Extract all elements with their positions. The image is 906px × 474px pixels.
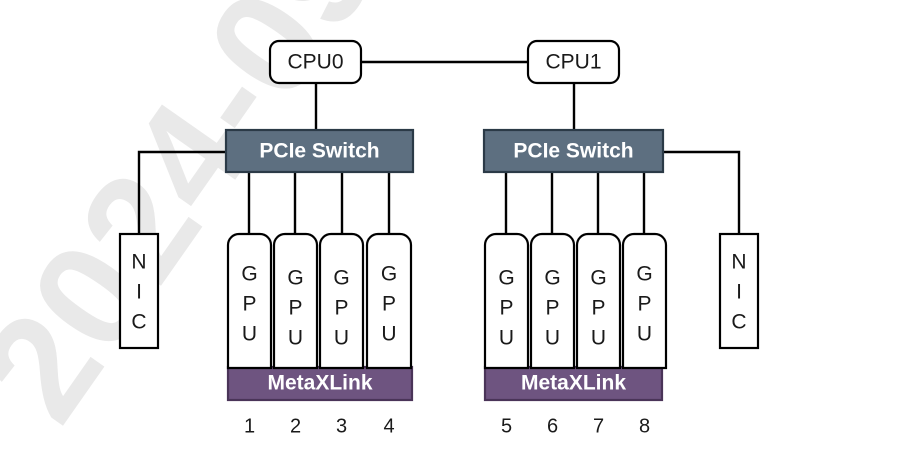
gpu-3-box[interactable]: [318, 232, 365, 370]
node-switch-left[interactable]: PCIe Switch: [224, 128, 415, 174]
gpu-5-index: 5: [501, 415, 512, 437]
metaxlink-right-label: MetaXLink: [521, 372, 626, 395]
gpu-8-box[interactable]: [621, 232, 668, 370]
gpu-2-index: 2: [290, 415, 301, 437]
metaxlink-right-box[interactable]: [483, 365, 664, 402]
node-switch-right[interactable]: PCIe Switch: [482, 128, 665, 174]
edge-switch-left-nic-left: [137, 150, 226, 234]
cpu1-label: CPU1: [545, 51, 601, 74]
node-gpu-4[interactable]: G P U 4: [365, 232, 413, 437]
cpu0-box[interactable]: [268, 39, 363, 85]
switch-left-box[interactable]: [224, 128, 415, 174]
node-cpu0[interactable]: CPU0: [268, 39, 363, 85]
gpu-1-letter-p: P: [242, 293, 256, 316]
node-metaxlink-right[interactable]: MetaXLink: [483, 365, 664, 402]
gpu-5-letter-g: G: [498, 267, 514, 290]
gpu-5-letter-u: U: [499, 327, 514, 350]
edge-switch-right-nic-right: [663, 150, 741, 234]
nic-right-letter-n: N: [731, 251, 746, 274]
gpu-4-box[interactable]: [365, 232, 413, 370]
gpu-7-box[interactable]: [575, 232, 622, 370]
node-nic-left[interactable]: N I C: [118, 232, 160, 350]
cpu1-box[interactable]: [526, 39, 621, 85]
nic-right-letter-i: I: [736, 281, 742, 304]
nic-left-letter-c: C: [131, 311, 146, 334]
nic-right-letter-c: C: [731, 311, 746, 334]
gpu-2-box[interactable]: [272, 232, 319, 370]
gpu-8-index: 8: [639, 415, 650, 437]
gpu-7-index: 7: [593, 415, 604, 437]
nic-right-box[interactable]: [718, 232, 760, 350]
gpu-6-letter-p: P: [545, 297, 559, 320]
gpu-1-index: 1: [244, 415, 255, 437]
gpu-5-box[interactable]: [483, 232, 530, 370]
switch-right-label: PCIe Switch: [513, 140, 633, 163]
gpu-8-letter-u: U: [637, 323, 652, 346]
gpu-2-letter-p: P: [288, 297, 302, 320]
node-gpu-1[interactable]: G P U 1: [226, 232, 273, 437]
gpu-7-letter-g: G: [590, 267, 606, 290]
metaxlink-left-label: MetaXLink: [267, 372, 372, 395]
gpu-1-letter-g: G: [241, 263, 257, 286]
node-gpu-7[interactable]: G P U 7: [575, 232, 622, 437]
gpu-4-letter-u: U: [381, 323, 396, 346]
gpu-7-letter-p: P: [591, 297, 605, 320]
gpu-4-index: 4: [383, 415, 394, 437]
node-gpu-8[interactable]: G P U 8: [621, 232, 668, 437]
gpu-8-letter-p: P: [637, 293, 651, 316]
cpu0-label: CPU0: [287, 51, 343, 74]
switch-left-label: PCIe Switch: [259, 140, 379, 163]
switch-right-box[interactable]: [482, 128, 665, 174]
node-cpu1[interactable]: CPU1: [526, 39, 621, 85]
node-gpu-5[interactable]: G P U 5: [483, 232, 530, 437]
gpu-6-letter-u: U: [545, 327, 560, 350]
gpu-3-letter-u: U: [334, 327, 349, 350]
gpu-3-letter-p: P: [334, 297, 348, 320]
node-nic-right[interactable]: N I C: [718, 232, 760, 350]
gpu-4-letter-g: G: [381, 263, 397, 286]
node-gpu-3[interactable]: G P U 3: [318, 232, 365, 437]
nic-left-letter-n: N: [131, 251, 146, 274]
metaxlink-left-box[interactable]: [226, 365, 414, 402]
gpu-7-letter-u: U: [591, 327, 606, 350]
nic-left-letter-i: I: [136, 281, 142, 304]
gpu-2-letter-g: G: [287, 267, 303, 290]
nic-left-box[interactable]: [118, 232, 160, 350]
gpu-3-index: 3: [336, 415, 347, 437]
node-metaxlink-left[interactable]: MetaXLink: [226, 365, 414, 402]
gpu-5-letter-p: P: [499, 297, 513, 320]
gpu-6-box[interactable]: [529, 232, 576, 370]
gpu-1-letter-u: U: [242, 323, 257, 346]
gpu-4-letter-p: P: [382, 293, 396, 316]
gpu-1-box[interactable]: [226, 232, 273, 370]
node-gpu-6[interactable]: G P U 6: [529, 232, 576, 437]
gpu-6-letter-g: G: [544, 267, 560, 290]
node-gpu-2[interactable]: G P U 2: [272, 232, 319, 437]
gpu-6-index: 6: [547, 415, 558, 437]
gpu-8-letter-g: G: [636, 263, 652, 286]
gpu-2-letter-u: U: [288, 327, 303, 350]
edges: [137, 60, 741, 234]
gpu-3-letter-g: G: [333, 267, 349, 290]
